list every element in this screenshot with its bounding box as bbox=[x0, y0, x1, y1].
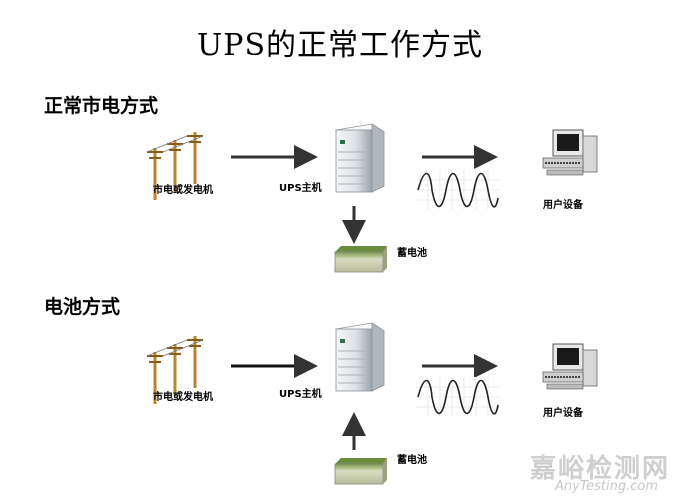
source-label: 市电或发电机 bbox=[153, 392, 213, 403]
computer-icon bbox=[542, 343, 598, 390]
battery-label: 蓄电池 bbox=[397, 455, 427, 466]
ups-tower-icon bbox=[335, 322, 385, 392]
ups-label: UPS主机 bbox=[279, 183, 322, 194]
battery-icon bbox=[334, 457, 388, 485]
section-heading-mains: 正常市电方式 bbox=[44, 95, 159, 117]
battery-label: 蓄电池 bbox=[397, 248, 427, 259]
sine-wave-icon bbox=[415, 376, 501, 418]
sine-wave-icon bbox=[415, 169, 501, 211]
section-battery bbox=[145, 322, 598, 485]
device-label: 用户设备 bbox=[543, 408, 583, 419]
section-heading-battery: 电池方式 bbox=[44, 296, 121, 318]
ups-label: UPS主机 bbox=[279, 389, 322, 400]
computer-icon bbox=[542, 129, 598, 176]
source-label: 市电或发电机 bbox=[153, 185, 213, 196]
ups-tower-icon bbox=[335, 123, 385, 193]
battery-icon bbox=[334, 245, 388, 273]
section-mains bbox=[145, 123, 598, 273]
watermark-subtext: AnyTesting.com bbox=[555, 479, 659, 494]
watermark-text: 嘉峪检测网 bbox=[530, 454, 671, 484]
device-label: 用户设备 bbox=[543, 200, 583, 211]
diagram-title: UPS的正常工作方式 bbox=[196, 28, 484, 63]
